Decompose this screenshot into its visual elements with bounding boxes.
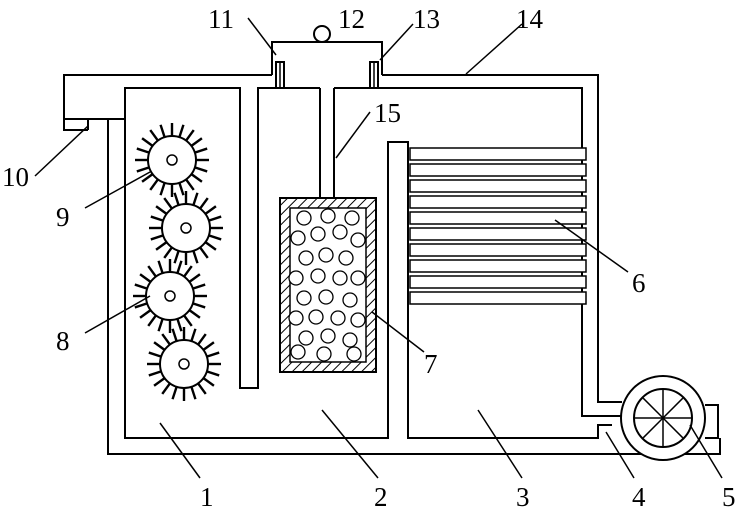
label-7: 7 (424, 349, 438, 379)
label-12: 12 (338, 4, 365, 34)
plate (409, 243, 587, 257)
label-11: 11 (208, 4, 234, 34)
label-2: 2 (374, 482, 388, 512)
crusher-roller (133, 259, 207, 333)
label-3: 3 (516, 482, 530, 512)
housing-wall (63, 74, 721, 455)
plate (409, 291, 587, 305)
label-13: 13 (413, 4, 440, 34)
plate (409, 211, 587, 225)
plate (409, 227, 587, 241)
label-15: 15 (374, 98, 401, 128)
label-10: 10 (2, 162, 29, 192)
plate (409, 179, 587, 193)
plate (409, 163, 587, 177)
crusher-roller (147, 327, 221, 401)
plate (409, 259, 587, 273)
label-8: 8 (56, 326, 70, 356)
crusher-roller (149, 191, 223, 265)
plate (409, 195, 587, 209)
roller-group (133, 123, 223, 401)
leader-lines (34, 17, 723, 479)
feed-hopper (271, 25, 383, 89)
central-tube (319, 88, 335, 198)
part-labels: 1 2 3 4 5 6 7 8 9 10 11 12 13 14 15 (2, 4, 736, 512)
fan-pump (620, 375, 706, 461)
label-1: 1 (200, 482, 214, 512)
plate (409, 147, 587, 161)
label-5: 5 (722, 482, 736, 512)
filter-balls (288, 208, 366, 362)
crusher-roller (135, 123, 209, 197)
label-6: 6 (632, 268, 646, 298)
plate-stack (409, 147, 587, 305)
label-14: 14 (516, 4, 544, 34)
hopper-ring (313, 25, 331, 43)
filter-cartridge (279, 197, 377, 373)
plate (409, 275, 587, 289)
label-4: 4 (632, 482, 646, 512)
label-9: 9 (56, 202, 70, 232)
